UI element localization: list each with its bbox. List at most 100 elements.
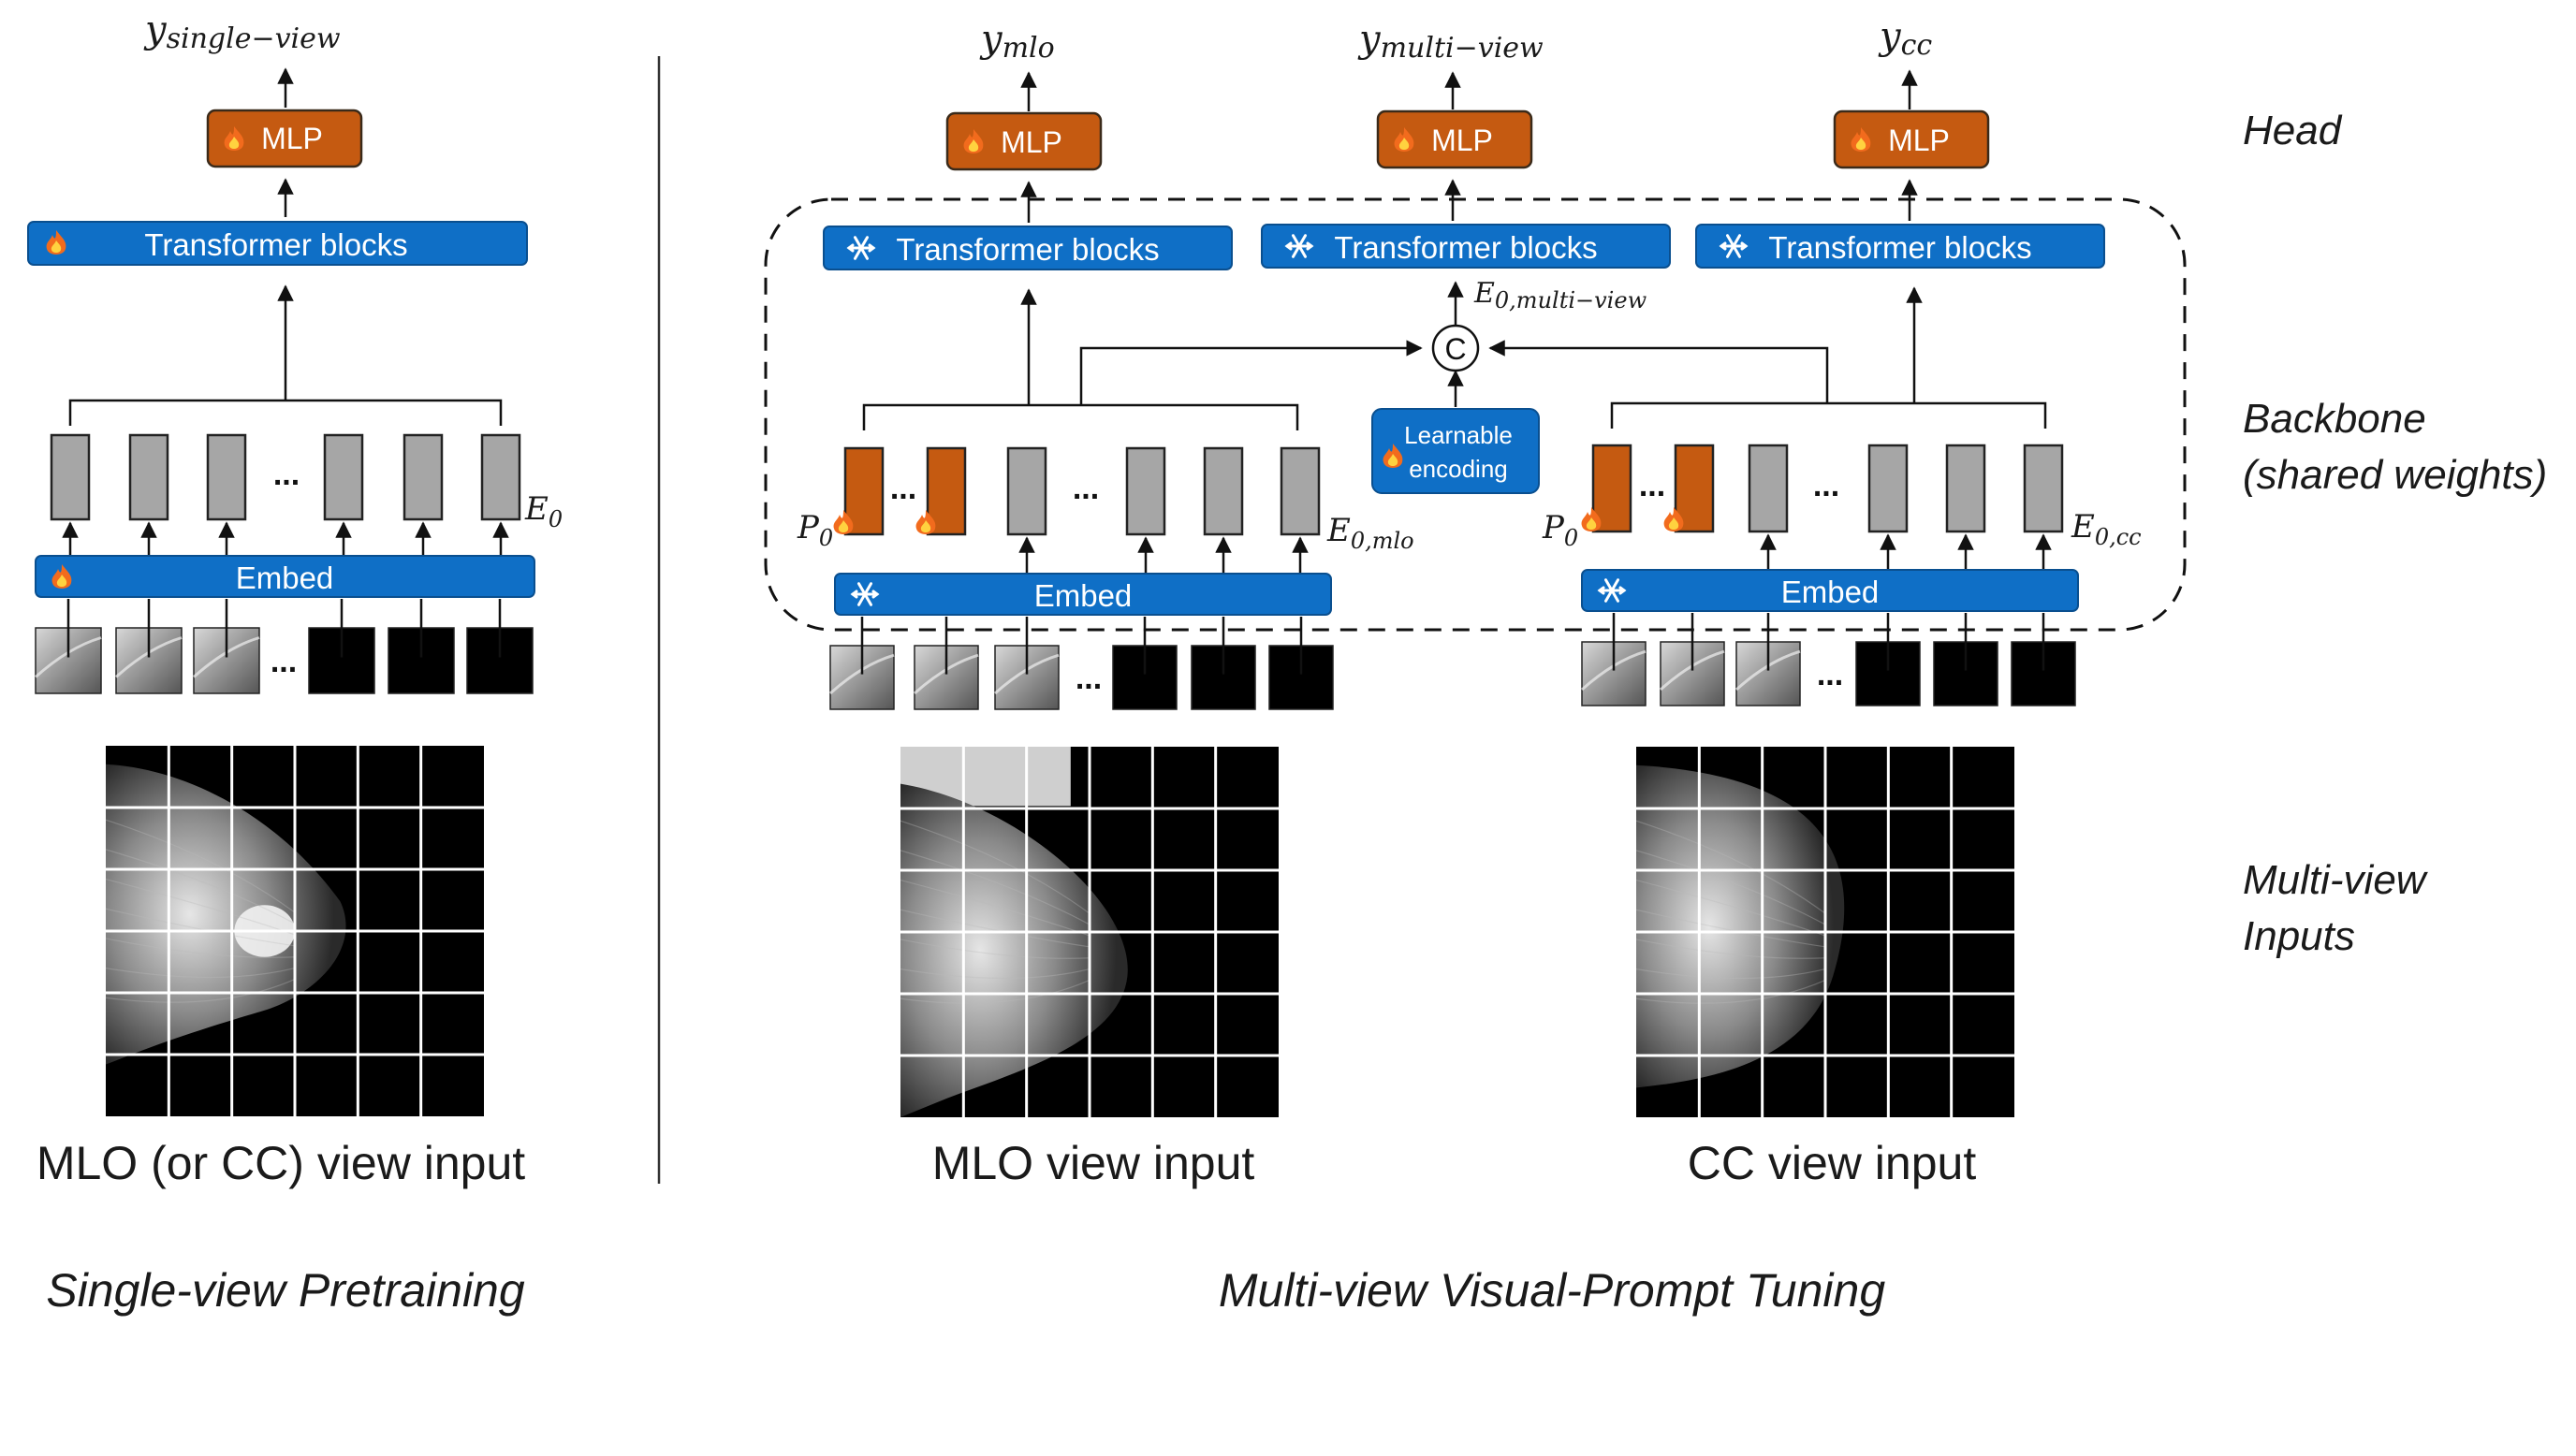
right-section-caption: Multi-view Visual-Prompt Tuning (1219, 1264, 1885, 1317)
inputs-label: Multi-view (2243, 857, 2429, 903)
left-token-row: ... (50, 433, 521, 555)
svg-text:Learnable: Learnable (1404, 421, 1513, 449)
svg-text:MLP: MLP (261, 122, 323, 155)
svg-text:P0: P0 (1542, 509, 1578, 551)
cc-output-label: ycc (1878, 15, 1932, 62)
ellipsis: ... (890, 471, 916, 506)
embedding-token (2023, 444, 2064, 533)
embedding-token (50, 433, 91, 521)
left-output-label: ysingle−view (143, 8, 341, 55)
svg-text:Embed: Embed (236, 561, 334, 595)
cc-token-row: ...... (1581, 444, 2064, 570)
svg-text:E0,cc: E0,cc (2071, 508, 2142, 550)
embedding-token (1748, 444, 1789, 533)
left-embed-block: Embed (35, 555, 535, 598)
mlo-transformer-block: Transformer blocks (823, 226, 1233, 270)
breast-tissue (1636, 764, 1845, 1088)
ellipsis: ... (1817, 657, 1843, 692)
mlo-embed-block: Embed (834, 573, 1332, 616)
left-patch-row: ... (34, 599, 534, 694)
svg-text:ycc: ycc (1878, 15, 1932, 62)
multi-mlp-block: MLP (1376, 109, 1533, 169)
cc-token-bracket (1610, 401, 2047, 429)
svg-text:Transformer blocks: Transformer blocks (1768, 230, 2031, 265)
svg-text:C: C (1444, 332, 1466, 366)
inputs-sub-label: Inputs (2243, 913, 2355, 959)
head-label: Head (2243, 108, 2343, 153)
mlo-output-label: ymlo (979, 18, 1055, 65)
cc-mlp-block: MLP (1833, 109, 1990, 169)
mlo-token-bracket (862, 403, 1299, 430)
concat-label: E0,multi−view (1473, 277, 1647, 313)
embedding-token (128, 433, 169, 521)
cc-prompt-label: P0 (1542, 509, 1578, 551)
svg-text:ysingle−view: ysingle−view (143, 8, 341, 55)
svg-text:E0,mlo: E0,mlo (1326, 512, 1414, 554)
concat-node: C (1431, 324, 1480, 372)
left-section-caption: Single-view Pretraining (46, 1264, 525, 1317)
left-mlp-block: MLP (206, 109, 363, 168)
svg-text:MLP: MLP (1431, 124, 1493, 157)
svg-text:E0,multi−view: E0,multi−view (1473, 277, 1647, 313)
embedding-token (1945, 444, 1986, 533)
backbone-sub-label: (shared weights) (2243, 452, 2547, 498)
svg-text:MLP: MLP (1888, 124, 1950, 157)
left-transformer-block: Transformer blocks (27, 221, 528, 266)
ellipsis: ... (1076, 661, 1102, 696)
ellipsis: ... (1073, 471, 1099, 506)
cc-embed-block: Embed (1581, 569, 2079, 612)
svg-text:ymulti−view: ymulti−view (1357, 18, 1544, 65)
svg-text:E0: E0 (524, 490, 563, 532)
embedding-token (1203, 446, 1244, 536)
embedding-token (402, 433, 444, 521)
mlo-mammogram-grid (900, 747, 1279, 1117)
cc-patch-row: ... (1580, 613, 2076, 706)
mlo-token-row: ...... (833, 446, 1321, 574)
embedding-token (1006, 446, 1047, 536)
mlo-e0-label: E0,mlo (1326, 512, 1414, 554)
embedding-token (1125, 446, 1166, 536)
svg-text:P0: P0 (797, 509, 833, 551)
left-token-bracket (68, 399, 503, 426)
embedding-token (1867, 444, 1909, 533)
svg-text:Transformer blocks: Transformer blocks (144, 227, 407, 262)
svg-text:Transformer blocks: Transformer blocks (896, 232, 1159, 267)
mlo-prompt-label: P0 (797, 509, 833, 551)
prompt-token (843, 446, 885, 536)
prompt-token (1591, 444, 1632, 533)
svg-text:Embed: Embed (1034, 578, 1133, 613)
learnable-encoding-block: Learnable encoding (1371, 408, 1540, 494)
prompt-token (1674, 444, 1715, 533)
patch-grid (106, 746, 484, 1116)
cc-e0-label: E0,cc (2071, 508, 2142, 550)
patch-grid (1636, 747, 2014, 1117)
embedding-token (1280, 446, 1321, 536)
mlo-patch-row: ... (828, 617, 1334, 710)
ellipsis: ... (273, 457, 300, 492)
cc-transformer-block: Transformer blocks (1695, 224, 2105, 269)
breast-tissue (900, 747, 1128, 1117)
patch-grid (900, 747, 1279, 1117)
backbone-label: Backbone (2243, 396, 2426, 442)
multi-output-label: ymulti−view (1357, 18, 1544, 65)
cc-input-caption: CC view input (1688, 1137, 1977, 1189)
svg-text:ymlo: ymlo (979, 18, 1055, 65)
svg-text:Embed: Embed (1781, 575, 1880, 609)
image-patch (1855, 641, 1921, 706)
svg-text:Transformer blocks: Transformer blocks (1334, 230, 1597, 265)
mlo-input-caption: MLO view input (932, 1137, 1255, 1189)
svg-text:MLP: MLP (1001, 125, 1062, 159)
ellipsis: ... (1813, 468, 1839, 503)
multi-transformer-block: Transformer blocks (1261, 224, 1671, 269)
cc-mammogram-grid (1636, 747, 2014, 1117)
prompt-token (926, 446, 967, 536)
svg-text:encoding: encoding (1409, 455, 1508, 483)
left-mammogram-grid (106, 746, 484, 1116)
ellipsis: ... (1639, 468, 1665, 503)
embedding-token (323, 433, 364, 521)
left-e0-label: E0 (524, 490, 563, 532)
embedding-token (206, 433, 247, 521)
embedding-token (480, 433, 521, 521)
left-input-caption: MLO (or CC) view input (37, 1137, 525, 1189)
